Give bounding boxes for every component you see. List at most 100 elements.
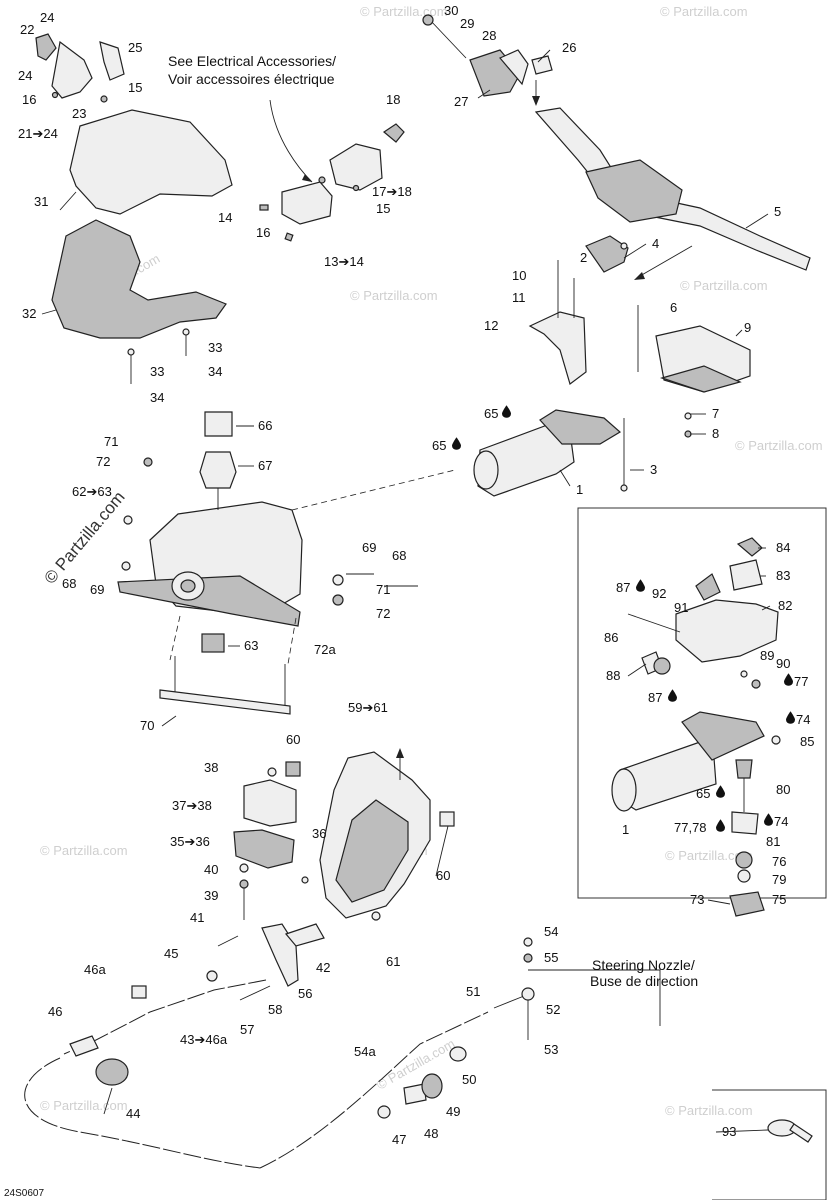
- steering-cable-43: [24, 937, 535, 1169]
- label-15-top: 15: [128, 80, 142, 95]
- label-58: 58: [268, 1002, 282, 1017]
- callout-labels: 24 22 24 16 21➔24 23 25 15 31 32 33 33 3…: [18, 3, 814, 1147]
- electrical-housing: [259, 123, 405, 242]
- label-59-61: 59➔61: [348, 700, 388, 715]
- label-10: 10: [512, 268, 526, 283]
- label-61: 61: [386, 954, 400, 969]
- oil-drop-icon: [636, 579, 645, 592]
- label-13-14: 13➔14: [324, 254, 364, 269]
- cable-mount-parts: [217, 767, 325, 1001]
- label-65-inset: 65: [696, 786, 710, 801]
- label-77-78: 77,78: [674, 820, 707, 835]
- electrical-note-line1: See Electrical Accessories/: [168, 53, 336, 69]
- label-87-top: 87: [616, 580, 630, 595]
- label-11: 11: [512, 290, 526, 305]
- label-60-right: 60: [436, 868, 450, 883]
- label-24: 24: [18, 68, 32, 83]
- nozzle-note-line1: Steering Nozzle/: [592, 957, 695, 973]
- label-79: 79: [772, 872, 786, 887]
- oil-drop-icon: [764, 813, 773, 826]
- label-72: 72: [96, 454, 110, 469]
- steering-column-1: [473, 409, 628, 497]
- label-3: 3: [650, 462, 657, 477]
- label-38: 38: [204, 760, 218, 775]
- label-29: 29: [460, 16, 474, 31]
- svg-text:© Partzilla.com: © Partzilla.com: [665, 1103, 753, 1118]
- label-74-upper: 74: [796, 712, 810, 727]
- cable-support-59: [285, 748, 455, 921]
- lower-cover-32: [51, 219, 227, 339]
- label-23: 23: [72, 106, 86, 121]
- cover-bracket-assembly: [35, 33, 125, 103]
- label-74-lower: 74: [774, 814, 788, 829]
- label-53: 53: [544, 1042, 558, 1057]
- svg-text:© Partzilla.com: © Partzilla.com: [660, 4, 748, 19]
- label-60-left: 60: [286, 732, 300, 747]
- label-89: 89: [760, 648, 774, 663]
- label-72a: 72a: [314, 642, 336, 657]
- label-17-18: 17➔18: [372, 184, 412, 199]
- label-9: 9: [744, 320, 751, 335]
- label-47: 47: [392, 1132, 406, 1147]
- label-50: 50: [462, 1072, 476, 1087]
- label-48: 48: [424, 1126, 438, 1141]
- label-1-inset: 1: [622, 822, 629, 837]
- label-28: 28: [482, 28, 496, 43]
- diagram-code: 24S0607: [4, 1188, 44, 1199]
- svg-text:© Partzilla.com: © Partzilla.com: [680, 278, 768, 293]
- label-25: 25: [128, 40, 142, 55]
- label-72-right: 72: [376, 606, 390, 621]
- label-1: 1: [576, 482, 583, 497]
- label-81: 81: [766, 834, 780, 849]
- screws-33-34: [127, 328, 190, 384]
- label-76: 76: [772, 854, 786, 869]
- svg-text:© Partzilla.com: © Partzilla.com: [350, 288, 438, 303]
- oil-drop-icon: [716, 785, 725, 798]
- label-12: 12: [484, 318, 498, 333]
- label-87-bottom: 87: [648, 690, 662, 705]
- label-15: 15: [376, 201, 390, 216]
- leader-lines: [41, 49, 771, 1133]
- label-69-right: 69: [362, 540, 376, 555]
- label-65-lower: 65: [432, 438, 446, 453]
- label-55: 55: [544, 950, 558, 965]
- label-80: 80: [776, 782, 790, 797]
- label-40: 40: [204, 862, 218, 877]
- label-49: 49: [446, 1104, 460, 1119]
- label-71-right: 71: [376, 582, 390, 597]
- label-56: 56: [298, 986, 312, 1001]
- svg-text:© Partzilla.com: © Partzilla.com: [40, 843, 128, 858]
- label-24-top: 24: [40, 10, 54, 25]
- label-52: 52: [546, 1002, 560, 1017]
- label-44: 44: [126, 1106, 140, 1121]
- cable-tie-93: [767, 1119, 813, 1143]
- label-46a: 46a: [84, 962, 106, 977]
- label-46: 46: [48, 1004, 62, 1019]
- label-39: 39: [204, 888, 218, 903]
- nozzle-note-line2: Buse de direction: [590, 973, 698, 989]
- label-84: 84: [776, 540, 790, 555]
- svg-text:© Partzilla.com: © Partzilla.com: [735, 438, 823, 453]
- label-36: 36: [312, 826, 326, 841]
- label-62-63: 62➔63: [72, 484, 112, 499]
- label-22: 22: [20, 22, 34, 37]
- label-65-upper: 65: [484, 406, 498, 421]
- throttle-lever-9: [637, 305, 751, 438]
- label-71: 71: [104, 434, 118, 449]
- inset-box-93: [712, 1089, 827, 1200]
- label-27: 27: [454, 94, 468, 109]
- electrical-note-line2: Voir accessoires électrique: [168, 71, 335, 87]
- oil-drop-icon: [786, 711, 795, 724]
- label-16: 16: [256, 225, 270, 240]
- label-8: 8: [712, 426, 719, 441]
- oil-drop-icon: [452, 437, 461, 450]
- label-21-24: 21➔24: [18, 126, 58, 141]
- svg-text:© Partzilla.com: © Partzilla.com: [360, 4, 448, 19]
- label-63: 63: [244, 638, 258, 653]
- label-69-left: 69: [90, 582, 104, 597]
- label-77: 77: [794, 674, 808, 689]
- oil-drop-icon: [784, 673, 793, 686]
- label-45: 45: [164, 946, 178, 961]
- label-2: 2: [580, 250, 587, 265]
- label-57: 57: [240, 1022, 254, 1037]
